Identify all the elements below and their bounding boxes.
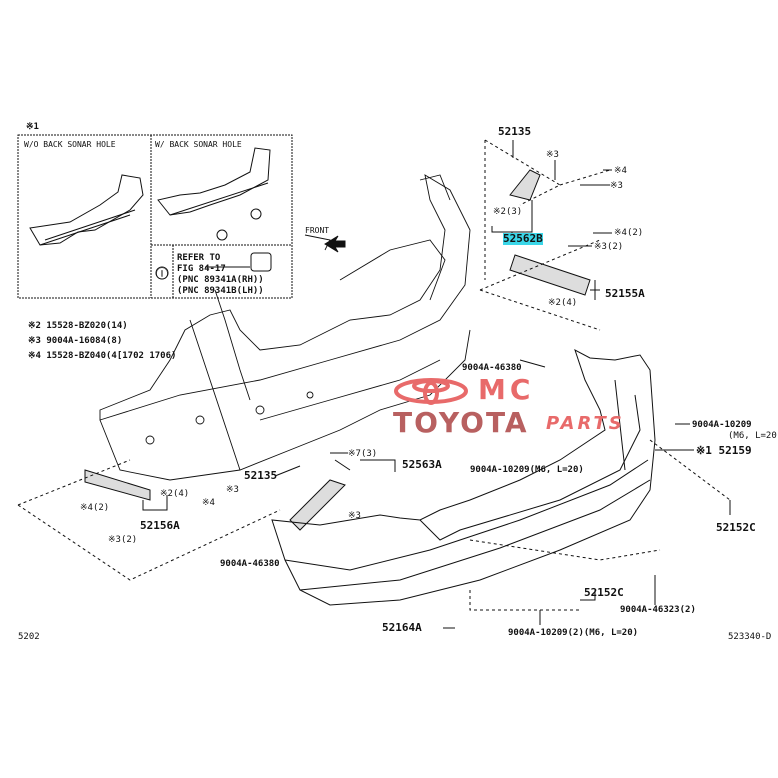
note-s3-2: ※3(2): [108, 535, 138, 545]
watermark-brand: TOYOTA: [393, 406, 529, 439]
part-9004A-10209[interactable]: 9004A-10209(M6, L=20): [470, 465, 584, 475]
inset-left-title: W/O BACK SONAR HOLE: [24, 140, 116, 149]
inset-marker: ※1: [26, 122, 39, 132]
part-52164A[interactable]: 52164A: [382, 621, 422, 634]
note-s4: ※4: [614, 166, 627, 176]
note-s3: ※3: [226, 485, 239, 495]
part-9004A-10209[interactable]: 9004A-10209(2)(M6, L=20): [508, 628, 639, 638]
note-s3: ※3: [546, 150, 559, 160]
legend-item: ※2 15528-BZ020(14): [28, 321, 128, 331]
legend-item: ※3 9004A-16084(8): [28, 336, 123, 346]
part-9004A-46380[interactable]: 9004A-46380: [220, 559, 280, 569]
toyota-emblem-icon: [394, 378, 468, 405]
part-52152C[interactable]: 52152C: [716, 521, 756, 534]
note-s2-4: ※2(4): [548, 298, 578, 308]
note-s2-4: ※2(4): [160, 489, 190, 499]
rear-bumper: [271, 348, 731, 625]
refer-line-1: REFER TO: [177, 253, 221, 263]
part-52156A[interactable]: 52156A: [140, 519, 180, 532]
figure-number: 5202: [18, 632, 40, 642]
part-9004A-46380[interactable]: 9004A-46380: [462, 363, 522, 373]
part-52562B-highlighted[interactable]: 52562B: [503, 232, 543, 245]
note-s2-3: ※2(3): [493, 207, 523, 217]
inset-right-title: W/ BACK SONAR HOLE: [155, 140, 242, 149]
note-s4: ※4: [202, 498, 215, 508]
leader-lines: [274, 140, 694, 629]
drawing-id: 523340-D: [728, 632, 772, 642]
note-s7-3: ※7(3): [348, 449, 378, 459]
part-52159[interactable]: ※1 52159: [696, 444, 752, 457]
note-s4-2: ※4(2): [614, 228, 644, 238]
callout-symbol: Ⓘ: [156, 267, 169, 281]
watermark-sub: PARTS: [546, 413, 625, 434]
brackets-right: [479, 139, 611, 331]
part-52135-top[interactable]: 52135: [498, 125, 532, 138]
note-s3-2: ※3(2): [594, 242, 624, 252]
part-52152C[interactable]: 52152C: [584, 586, 624, 599]
note-s4-2: ※4(2): [80, 503, 110, 513]
refer-line-3: (PNC 89341A(RH)): [177, 275, 264, 285]
part-9004A-46323[interactable]: 9004A-46323(2): [620, 605, 696, 615]
part-9004A-10209[interactable]: 9004A-10209: [692, 420, 752, 430]
part-52563A[interactable]: 52563A: [402, 458, 442, 471]
watermark-mc: MC: [478, 373, 535, 406]
brackets-left: [17, 459, 396, 581]
part-52155A[interactable]: 52155A: [605, 287, 645, 300]
front-arrow-icon: [324, 235, 346, 253]
part-52135-mid[interactable]: 52135: [244, 469, 278, 482]
note-s3: ※3: [348, 511, 361, 521]
refer-line-4: (PNC 89341B(LH)): [177, 286, 264, 296]
refer-line-2: FIG 84-17: [177, 264, 226, 274]
part-spec: (M6, L=20): [728, 431, 778, 441]
legend-item: ※4 15528-BZ040(4[1702 1706): [28, 351, 177, 361]
inset-box: [17, 134, 293, 299]
body-frame: [99, 174, 471, 481]
front-label: FRONT: [305, 226, 330, 235]
note-s3: ※3: [610, 181, 623, 191]
